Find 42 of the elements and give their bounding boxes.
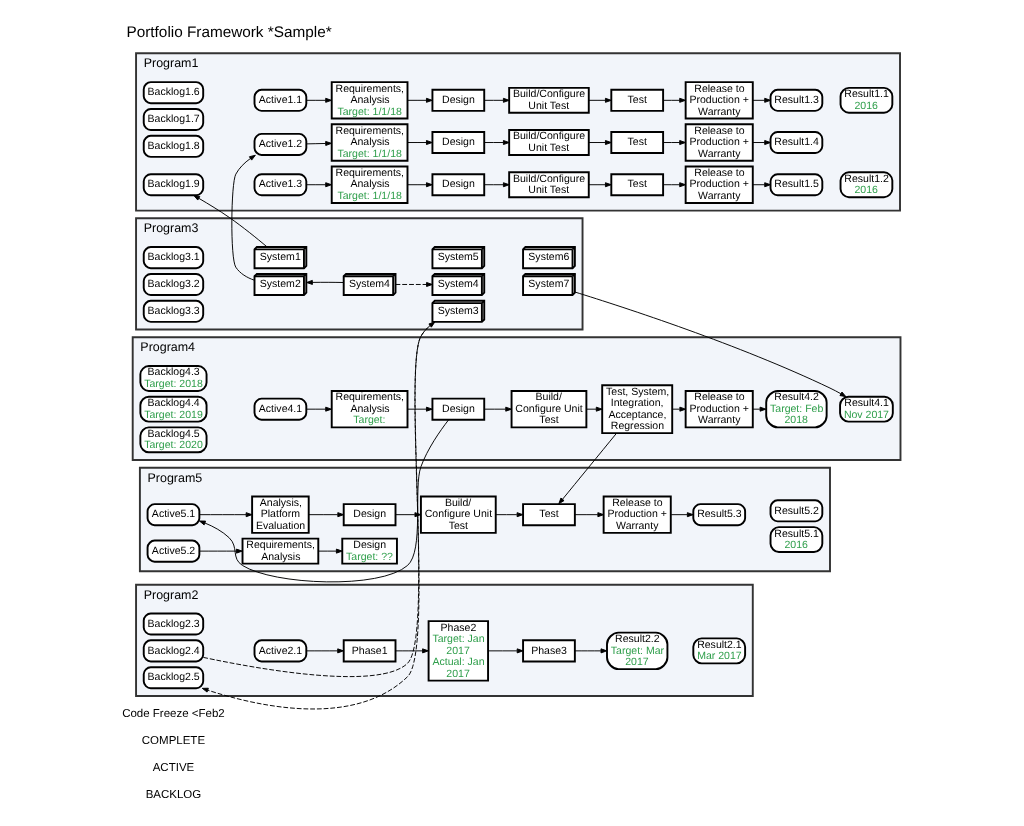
arrow [198, 419, 449, 583]
arrow [394, 281, 432, 287]
arrow [316, 548, 342, 554]
arrow [587, 140, 611, 145]
arrow [307, 512, 344, 518]
arrow [305, 648, 343, 654]
arrow [557, 432, 616, 505]
arrow [192, 194, 267, 248]
arrow [394, 648, 428, 654]
arrow [406, 97, 432, 103]
arrow [305, 97, 331, 103]
arrow [573, 291, 846, 398]
arrow [406, 406, 432, 412]
arrow [494, 512, 523, 518]
arrow [198, 548, 242, 554]
arrow [305, 140, 331, 146]
arrow [751, 97, 770, 103]
arrow [198, 512, 252, 518]
arrow [483, 97, 509, 103]
arrow [483, 140, 509, 145]
arrow [751, 182, 770, 188]
arrow [662, 182, 685, 188]
arrow [573, 512, 604, 518]
arrow [406, 140, 432, 145]
arrow [585, 406, 602, 412]
arrow [587, 97, 611, 103]
arrow [662, 97, 685, 103]
arrow [662, 140, 685, 145]
arrow [483, 182, 509, 188]
arrow [751, 140, 770, 145]
arrow [230, 154, 255, 281]
arrow [486, 648, 523, 654]
arrow [483, 406, 511, 412]
arrow [573, 648, 607, 654]
arrow [394, 512, 421, 518]
arrow [305, 182, 331, 188]
arrow [669, 512, 693, 518]
arrow [305, 406, 331, 412]
arrow [406, 182, 432, 188]
arrow [305, 279, 343, 285]
diagram-title: Portfolio Framework *Sample* [125, 22, 331, 41]
arrow [587, 182, 611, 188]
